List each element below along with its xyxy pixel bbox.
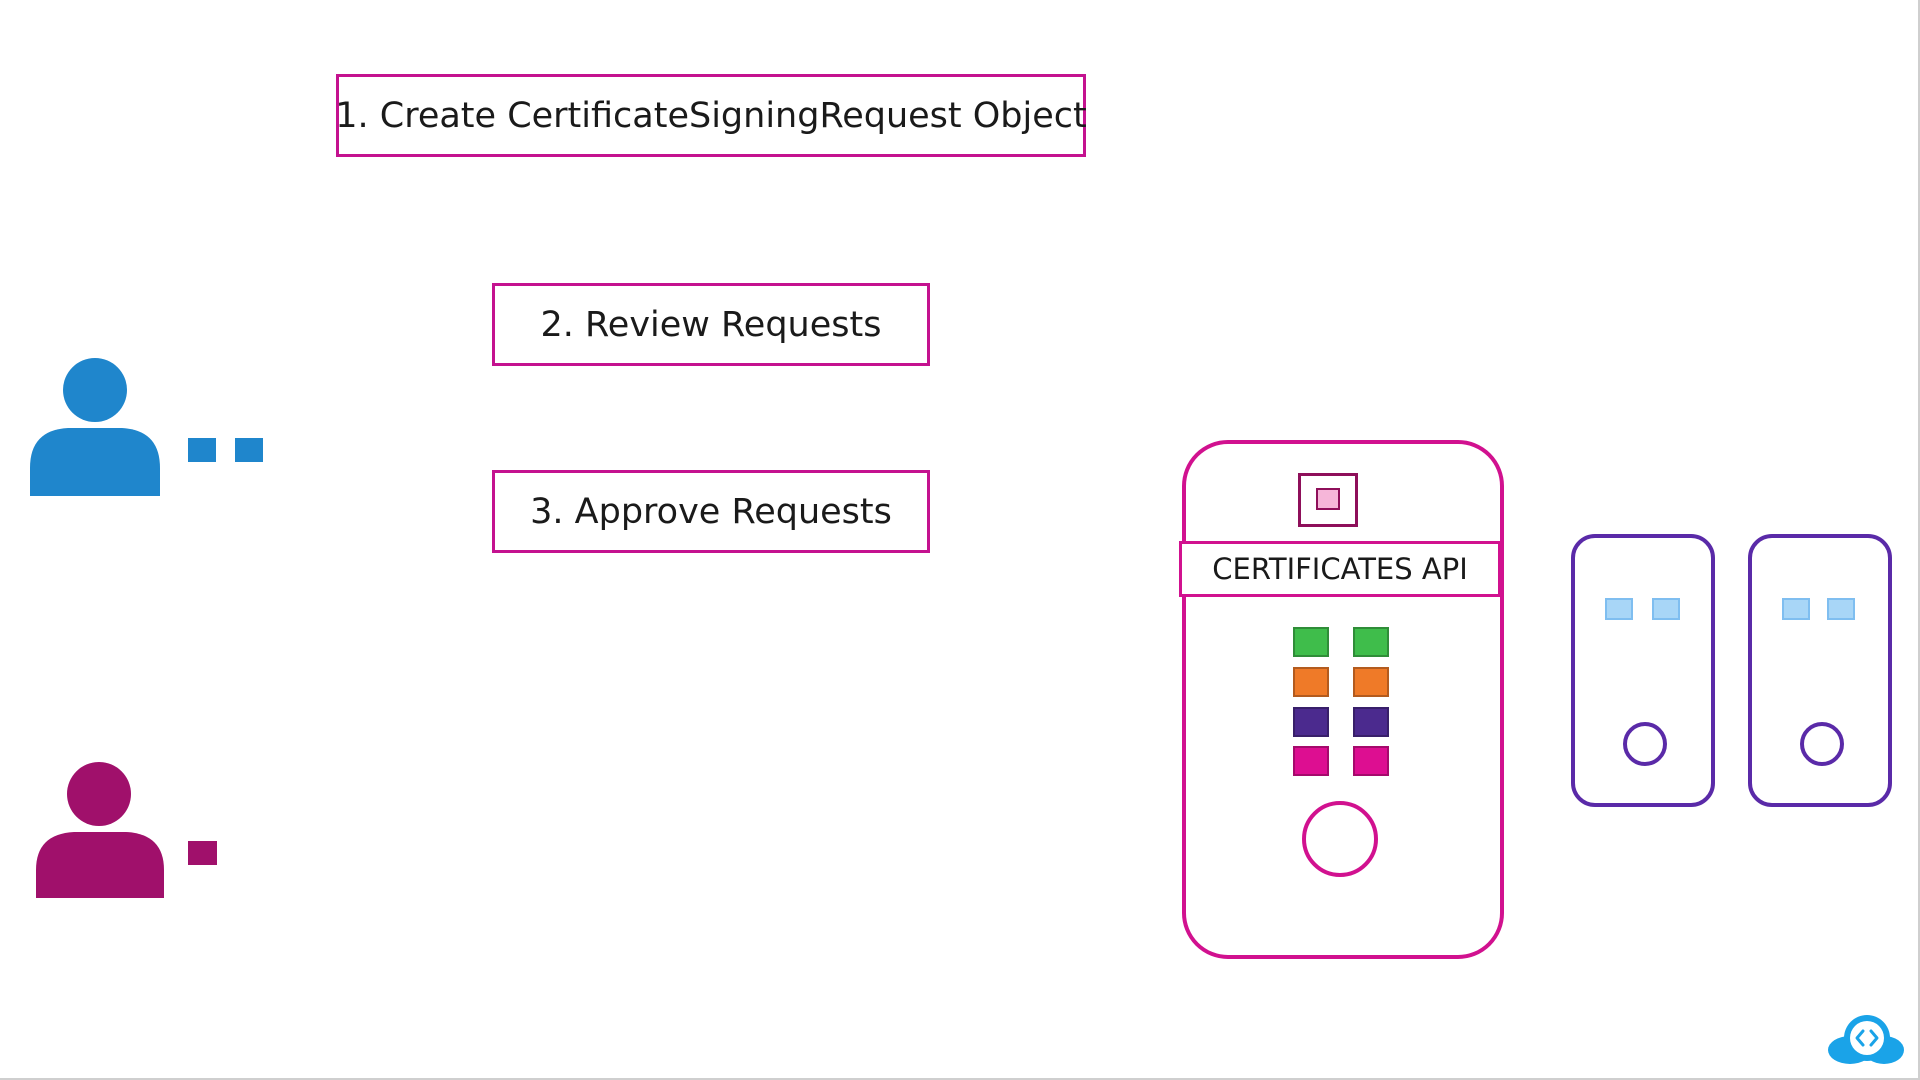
frame-bottom-border xyxy=(0,1078,1920,1080)
step-create-csr-label: 1. Create CertificateSigningRequest Obje… xyxy=(335,95,1087,136)
admin-key-square-icon xyxy=(188,438,216,462)
step-create-csr: 1. Create CertificateSigningRequest Obje… xyxy=(335,74,1087,157)
admin-user-person-icon xyxy=(30,358,160,496)
worker-square-icon xyxy=(1782,598,1810,620)
worker-square-icon xyxy=(1652,598,1680,620)
step-approve-requests-label: 3. Approve Requests xyxy=(530,491,892,532)
new-user-key-square-icon xyxy=(188,841,217,865)
worker-square-icon xyxy=(1827,598,1855,620)
component-cell xyxy=(1293,707,1329,737)
worker-square-icon xyxy=(1605,598,1633,620)
component-cell xyxy=(1293,627,1329,657)
worker-node-1 xyxy=(1571,534,1715,807)
component-cell xyxy=(1293,667,1329,697)
step-review-requests-label: 2. Review Requests xyxy=(540,304,882,345)
certificates-api-label: CERTIFICATES API xyxy=(1212,552,1468,586)
component-cell xyxy=(1353,746,1389,776)
worker-circle xyxy=(1623,722,1667,766)
component-cell xyxy=(1353,707,1389,737)
cloud-code-icon xyxy=(1828,1015,1904,1064)
master-chip-icon xyxy=(1298,473,1358,527)
worker-node-2 xyxy=(1748,534,1892,807)
step-approve-requests: 3. Approve Requests xyxy=(492,470,930,553)
component-cell xyxy=(1353,667,1389,697)
frame-right-border xyxy=(1918,0,1920,1080)
worker-circle xyxy=(1800,722,1844,766)
step-review-requests: 2. Review Requests xyxy=(492,283,930,366)
new-user-person-icon xyxy=(36,762,164,898)
component-cell xyxy=(1353,627,1389,657)
certificates-api-banner: CERTIFICATES API xyxy=(1179,541,1501,597)
master-chip-inner xyxy=(1316,488,1340,510)
master-node-circle xyxy=(1302,801,1378,877)
component-cell xyxy=(1293,746,1329,776)
admin-cert-square-icon xyxy=(235,438,263,462)
